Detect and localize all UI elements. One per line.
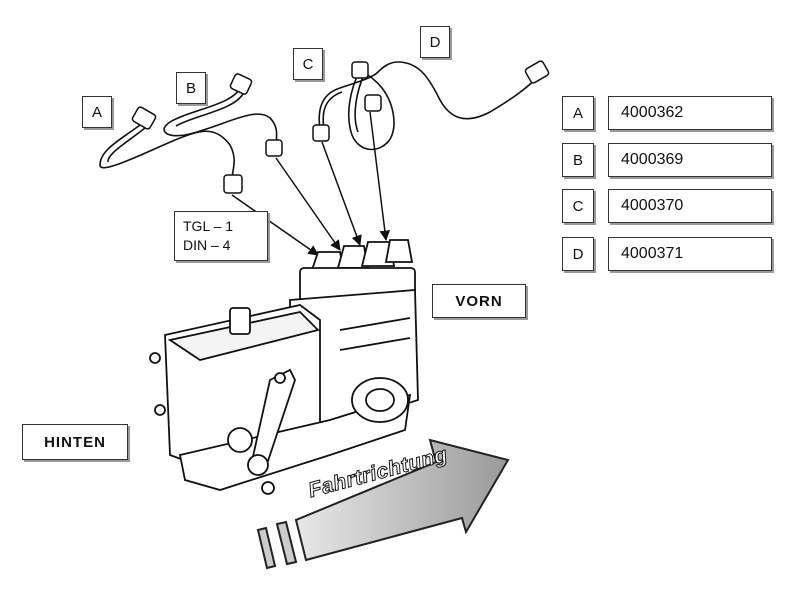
legend-part-number: 4000370 bbox=[608, 189, 772, 223]
injection-pump bbox=[149, 239, 419, 495]
standard-label: TGL – 1 DIN – 4 bbox=[174, 211, 268, 261]
standard-tgl: TGL – 1 bbox=[183, 218, 234, 234]
legend-part-number: 4000362 bbox=[608, 96, 772, 130]
label-c: C bbox=[293, 48, 323, 80]
legend-letter: C bbox=[562, 189, 594, 223]
label-d: D bbox=[420, 26, 450, 58]
legend-letter: B bbox=[562, 143, 594, 177]
label-b: B bbox=[176, 72, 206, 104]
label-front: VORN bbox=[432, 284, 526, 318]
legend-letter: A bbox=[562, 96, 594, 130]
label-a: A bbox=[82, 96, 112, 128]
legend-part-number: 4000371 bbox=[608, 237, 772, 271]
line-nuts bbox=[131, 60, 550, 194]
standard-din: DIN – 4 bbox=[183, 237, 231, 253]
fuel-line-b bbox=[163, 87, 278, 146]
legend-letter: D bbox=[562, 237, 594, 271]
legend-part-number: 4000369 bbox=[608, 143, 772, 177]
fuel-line-a bbox=[99, 124, 235, 181]
outlet-pointers bbox=[231, 111, 391, 256]
direction-arrow bbox=[256, 438, 510, 570]
label-rear: HINTEN bbox=[22, 424, 128, 460]
